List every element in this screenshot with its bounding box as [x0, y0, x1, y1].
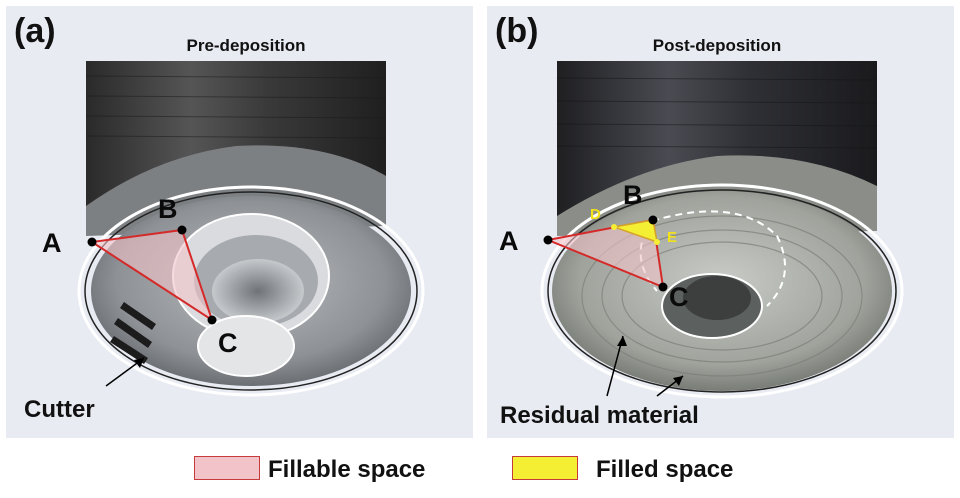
point-c-marker: [658, 282, 668, 292]
outline-ring: [77, 185, 425, 397]
legend-label-filled: Filled space: [596, 456, 734, 483]
residual-texture: [581, 215, 863, 377]
legend-swatch-filled: [512, 456, 578, 480]
label-e: E: [667, 229, 678, 246]
panel-a-tag: (a): [14, 12, 56, 50]
fillable-space-triangle: [89, 228, 214, 323]
cutter-label: Cutter: [24, 396, 95, 423]
filled-space-region: [611, 219, 658, 244]
label-b: B: [623, 180, 643, 210]
photo-post-deposition: [540, 61, 904, 399]
outline-ring-inner: [84, 191, 418, 391]
cutter-grooves: [110, 302, 156, 364]
label-a: A: [42, 228, 62, 258]
label-a: A: [499, 226, 519, 256]
point-a-marker: [87, 237, 97, 247]
point-b-marker: [648, 215, 658, 225]
label-d: D: [590, 206, 601, 223]
point-e-marker: [654, 239, 660, 245]
outline-ring-inner: [547, 189, 897, 393]
residual-material-label: Residual material: [500, 402, 699, 429]
dashed-contour: [651, 210, 786, 307]
panel-b-tag: (b): [495, 12, 539, 50]
outline-ring: [540, 183, 904, 399]
panel-b-title: Post-deposition: [652, 36, 782, 55]
label-c: C: [218, 328, 238, 358]
photo-pre-deposition: [77, 61, 425, 397]
label-b: B: [158, 194, 178, 224]
point-a-marker: [543, 235, 553, 245]
fillable-space-triangle: [544, 218, 665, 289]
panel-a-title: Pre-deposition: [186, 36, 306, 55]
legend-label-fillable: Fillable space: [268, 456, 426, 483]
point-d-marker: [611, 224, 617, 230]
legend: Fillable space Filled space: [0, 452, 960, 492]
center-bore-inner: [683, 276, 751, 320]
bore-inner: [212, 259, 304, 323]
point-c-marker: [207, 315, 217, 325]
panel-post-deposition: (b) Post-deposition A B C D E Residual m…: [487, 6, 954, 438]
center-boss: [197, 315, 295, 377]
panel-pre-deposition: (a) Pre-deposition A B C Cutter: [6, 6, 473, 438]
label-c: C: [669, 282, 689, 312]
legend-swatch-fillable: [194, 456, 260, 480]
point-b-marker: [177, 225, 187, 235]
